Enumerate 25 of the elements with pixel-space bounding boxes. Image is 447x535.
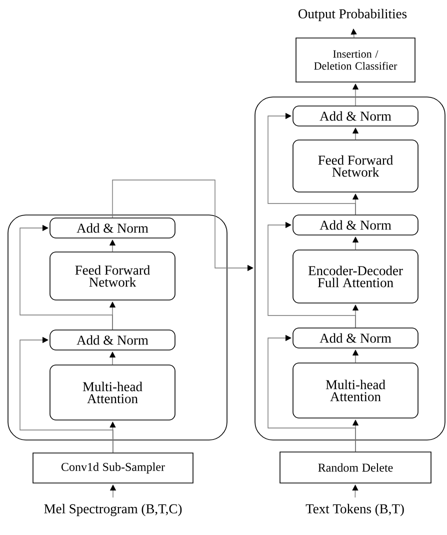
process-box: Insertion / Deletion Classifier [296, 38, 416, 82]
arrow [268, 112, 356, 215]
layer-box: Encoder-Decoder Full Attention [292, 250, 418, 304]
layer-box: Add & Norm [50, 218, 176, 238]
layer-box: Add & Norm [50, 330, 176, 350]
io-label: Text Tokens (B,T) [306, 504, 404, 516]
io-label: Mel Spectrogram (B,T,C) [44, 504, 182, 516]
layer-box: Feed Forward Network [292, 140, 418, 192]
layer-box: Add & Norm [292, 214, 418, 236]
arrow [20, 224, 113, 330]
rounded-block [254, 96, 446, 440]
arrow [268, 334, 356, 452]
layer-box: Multi-head Attention [50, 364, 176, 420]
arrow [268, 222, 356, 328]
arrow [20, 336, 114, 453]
layer-box: Feed Forward Network [50, 252, 176, 300]
io-label: Output Probabilities [298, 8, 407, 22]
layer-box: Multi-head Attention [292, 362, 418, 418]
arrow [350, 28, 357, 38]
arrow [352, 484, 358, 498]
rounded-block [8, 214, 228, 440]
layer-box: Add & Norm [292, 106, 418, 126]
process-box: Random Delete [280, 452, 432, 484]
layer-box: Add & Norm [292, 328, 418, 348]
process-box: Conv1d Sub-Sampler [32, 452, 194, 484]
